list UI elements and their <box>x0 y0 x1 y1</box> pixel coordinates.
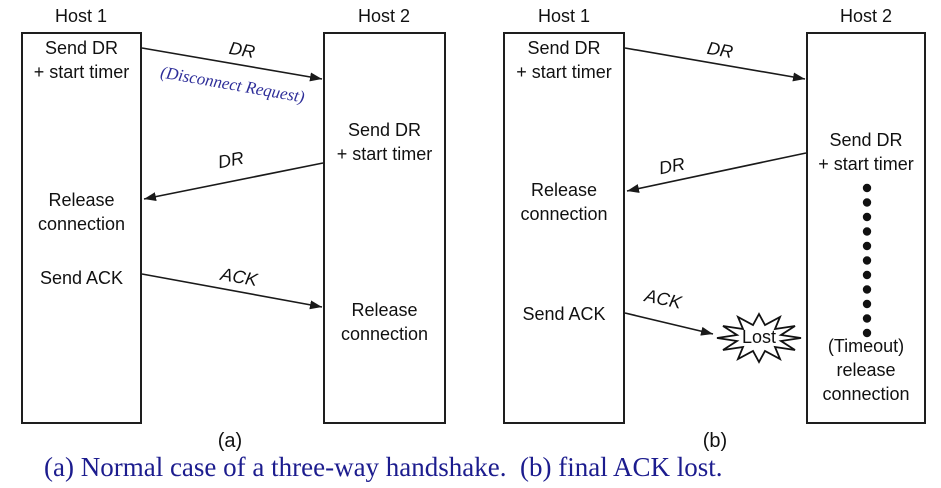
panel-a-host1-timeline <box>21 32 142 424</box>
lost-label: Lost <box>741 327 777 347</box>
panel-a-host1-release-label: Release connection <box>37 190 126 234</box>
panel-a-host1-title: Host 1 <box>54 6 108 26</box>
panel-a-sublabel: (a) <box>217 430 243 452</box>
panel-b-host2-send-dr-label: Send DR + start timer <box>818 130 914 174</box>
lost-starburst-icon <box>716 312 802 364</box>
panel-a-host2-release-label: Release connection <box>340 300 429 344</box>
panel-b-sublabel: (b) <box>702 430 728 452</box>
panel-b-host1-send-ack-label: Send ACK <box>522 304 606 324</box>
timeout-dotted-line <box>862 183 872 338</box>
panel-a-host2-title: Host 2 <box>357 6 411 26</box>
dr-arrow-a-h1-to-h2 <box>141 47 323 82</box>
panel-b-host2-title: Host 2 <box>839 6 893 26</box>
panel-b-host2-timeline <box>806 32 926 424</box>
dr-arrow-b-h1-to-h2 <box>624 47 806 82</box>
ack-arrow-a-h1-to-h2 <box>141 273 323 310</box>
panel-a-host2-timeline <box>323 32 446 424</box>
panel-a-host2-send-dr-label: Send DR + start timer <box>336 120 433 164</box>
dr-arrow-a-h2-to-h1 <box>143 162 324 202</box>
panel-a-host1-send-dr-label: Send DR + start timer <box>33 38 130 82</box>
panel-b-host1-timeline <box>503 32 625 424</box>
panel-b-host1-send-dr-label: Send DR + start timer <box>516 38 612 82</box>
panel-b-host2-timeout-release-label: (Timeout) release connection <box>822 336 910 404</box>
dr-arrow-b-h2-to-h1 <box>626 152 807 193</box>
ack-arrow-b-lost <box>624 312 714 336</box>
panel-a-host1-send-ack-label: Send ACK <box>39 268 124 288</box>
figure-caption: (a) Normal case of a three-way handshake… <box>44 452 723 482</box>
panel-b-host1-title: Host 1 <box>537 6 591 26</box>
panel-b-host1-release-label: Release connection <box>520 180 608 224</box>
